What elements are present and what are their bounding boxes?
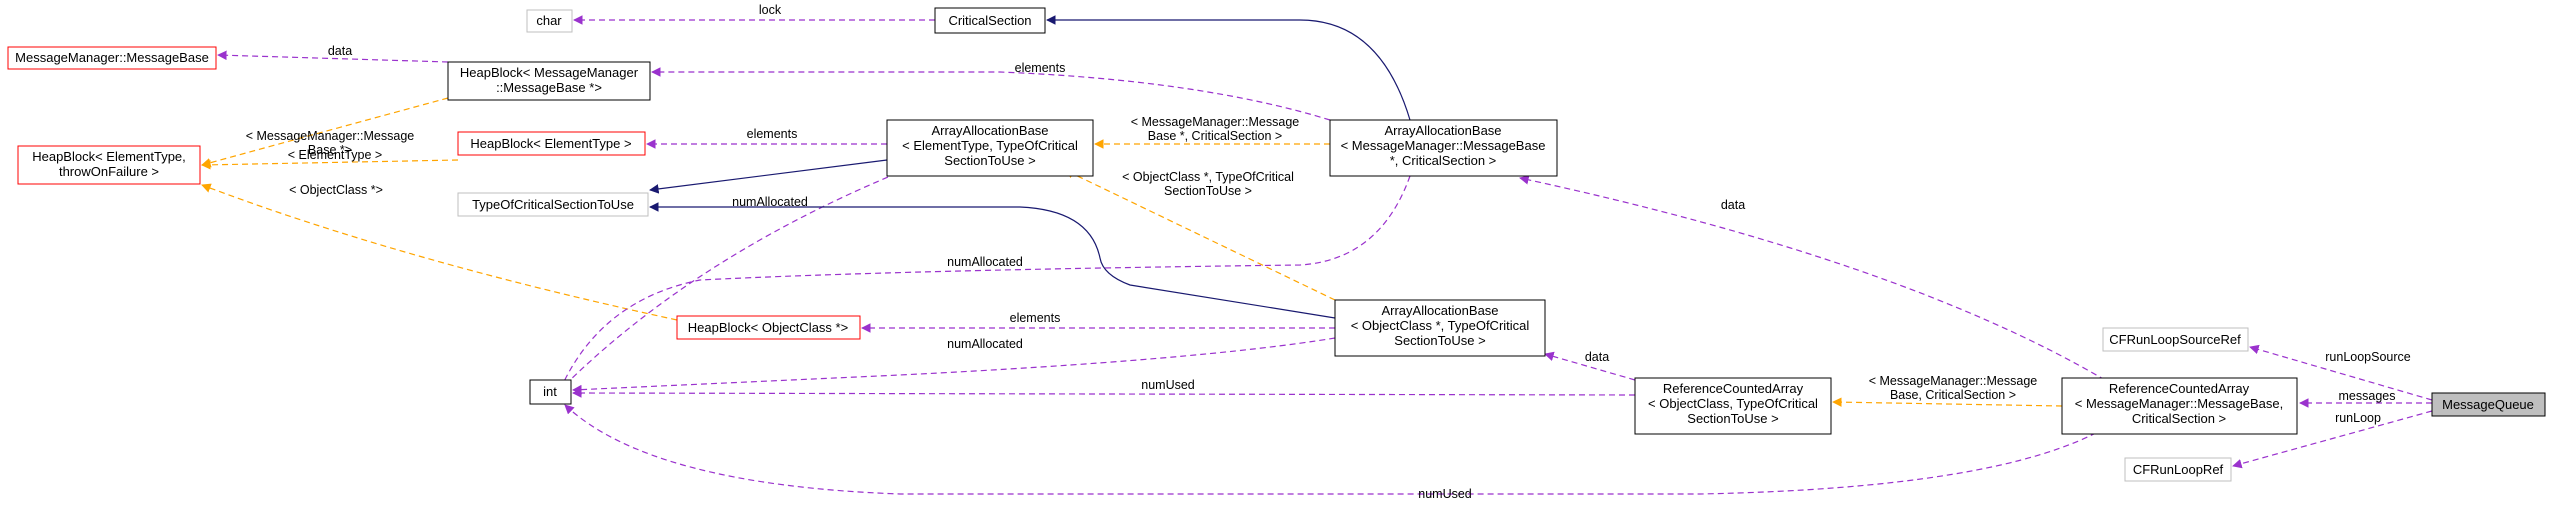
svg-text:CriticalSection: CriticalSection (948, 13, 1031, 28)
svg-text:*, CriticalSection >: *, CriticalSection > (1390, 153, 1497, 168)
svg-text:numAllocated: numAllocated (947, 337, 1023, 351)
svg-text:SectionToUse >: SectionToUse > (1164, 184, 1252, 198)
node-message-base[interactable]: MessageManager::MessageBase (7, 46, 217, 70)
svg-text:ArrayAllocationBase: ArrayAllocationBase (931, 123, 1048, 138)
svg-text:data: data (1585, 350, 1609, 364)
svg-text:data: data (328, 44, 352, 58)
svg-text:< ElementType >: < ElementType > (288, 148, 383, 162)
edge-template-objectclass-1: < ObjectClass *> (201, 183, 678, 321)
edge-elements-heapblock-msgbase: elements (651, 61, 1331, 121)
edge-data-rca-generic: data (1544, 350, 1636, 381)
svg-text:runLoopSource: runLoopSource (2325, 350, 2411, 364)
node-message-queue[interactable]: MessageQueue (2431, 392, 2546, 417)
svg-text:elements: elements (747, 127, 798, 141)
edge-template-heapblock-msgbase: < MessageManager::Message Base *> (201, 97, 449, 168)
svg-text:data: data (1721, 198, 1745, 212)
svg-text:Base *, CriticalSection >: Base *, CriticalSection > (1148, 129, 1282, 143)
node-cfrunloop-ref[interactable]: CFRunLoopRef (2124, 457, 2232, 482)
node-aab-msgbase[interactable]: ArrayAllocationBase < MessageManager::Me… (1329, 119, 1558, 177)
svg-text:messages: messages (2339, 389, 2396, 403)
edge-numAllocated-generic: numAllocated (559, 161, 926, 391)
svg-text:numAllocated: numAllocated (732, 195, 808, 209)
node-heapblock-objectclass[interactable]: HeapBlock< ObjectClass *> (676, 315, 861, 340)
node-rca-generic[interactable]: ReferenceCountedArray < ObjectClass, Typ… (1634, 377, 1832, 435)
node-heapblock-elementtype[interactable]: HeapBlock< ElementType > (457, 131, 646, 156)
svg-text:CriticalSection >: CriticalSection > (2132, 411, 2226, 426)
svg-text:numUsed: numUsed (1141, 378, 1195, 392)
edge-numAllocated-msgbase: numAllocated (559, 175, 1411, 391)
node-cfrunloop-source-ref[interactable]: CFRunLoopSourceRef (2102, 327, 2249, 352)
node-critical-section[interactable]: CriticalSection (934, 7, 1046, 34)
svg-text:< MessageManager::Message: < MessageManager::Message (1869, 374, 2038, 388)
svg-text:char: char (536, 13, 562, 28)
node-heapblock-msgbase[interactable]: HeapBlock< MessageManager ::MessageBase … (447, 61, 651, 101)
svg-text:HeapBlock< ElementType >: HeapBlock< ElementType > (470, 136, 631, 151)
svg-text:throwOnFailure >: throwOnFailure > (59, 164, 159, 179)
svg-text:Base, CriticalSection >: Base, CriticalSection > (1890, 388, 2016, 402)
edge-data-msgbase: data (217, 44, 449, 63)
edge-inherit-typeofcs-1 (649, 159, 888, 194)
edge-elements-heapblock-elementtype: elements (646, 127, 887, 149)
node-aab-objectclass[interactable]: ArrayAllocationBase < ObjectClass *, Typ… (1334, 299, 1546, 357)
edge-data-rca-msgbase: data (1519, 175, 2106, 381)
edge-template-objectclass-2: < ObjectClass *, TypeOfCritical SectionT… (1064, 169, 1336, 301)
svg-text:< ObjectClass *, TypeOfCritica: < ObjectClass *, TypeOfCritical (1351, 318, 1530, 333)
edge-template-msgbase-criticalsection: < MessageManager::Message Base *, Critic… (1094, 115, 1330, 149)
edge-numUsed-generic: numUsed (572, 378, 1636, 398)
svg-text:CFRunLoopSourceRef: CFRunLoopSourceRef (2109, 332, 2241, 347)
node-heapblock-generic[interactable]: HeapBlock< ElementType, throwOnFailure > (17, 145, 201, 185)
svg-text:HeapBlock< ElementType,: HeapBlock< ElementType, (32, 149, 186, 164)
svg-text:elements: elements (1010, 311, 1061, 325)
edge-numAllocated-objectclass: numAllocated (572, 337, 1336, 395)
edge-inherit-criticalsection (1046, 15, 1411, 121)
edge-template-rca: < MessageManager::Message Base, Critical… (1832, 374, 2063, 407)
svg-text:SectionToUse >: SectionToUse > (944, 153, 1035, 168)
svg-text:MessageQueue: MessageQueue (2442, 397, 2534, 412)
svg-text:elements: elements (1015, 61, 1066, 75)
svg-text:< MessageManager::Message: < MessageManager::Message (1131, 115, 1300, 129)
svg-text:int: int (543, 384, 557, 399)
svg-text:ReferenceCountedArray: ReferenceCountedArray (1663, 381, 1804, 396)
edge-numUsed-msgbase: numUsed (564, 404, 2106, 501)
svg-text:HeapBlock< MessageManager: HeapBlock< MessageManager (460, 65, 639, 80)
node-int[interactable]: int (529, 379, 572, 405)
svg-text:numUsed: numUsed (1418, 487, 1472, 501)
svg-text:< ElementType, TypeOfCritical: < ElementType, TypeOfCritical (902, 138, 1078, 153)
svg-text:ArrayAllocationBase: ArrayAllocationBase (1381, 303, 1498, 318)
svg-text:< MessageManager::MessageBase: < MessageManager::MessageBase (1341, 138, 1546, 153)
node-char[interactable]: char (526, 9, 573, 33)
svg-text:Base *>: Base *> (308, 143, 352, 157)
edge-inherit-typeofcs-2 (649, 202, 1336, 319)
svg-text:< ObjectClass, TypeOfCritical: < ObjectClass, TypeOfCritical (1648, 396, 1818, 411)
svg-text:CFRunLoopRef: CFRunLoopRef (2133, 462, 2224, 477)
edge-runLoopSource: runLoopSource (2249, 344, 2433, 401)
svg-text:lock: lock (759, 3, 782, 17)
svg-text:< ObjectClass *>: < ObjectClass *> (289, 183, 383, 197)
svg-text:::MessageBase *>: ::MessageBase *> (496, 80, 602, 95)
edge-messages: messages (2299, 389, 2432, 408)
svg-text:ArrayAllocationBase: ArrayAllocationBase (1384, 123, 1501, 138)
edge-lock: lock (573, 3, 935, 25)
node-rca-msgbase[interactable]: ReferenceCountedArray < MessageManager::… (2061, 377, 2298, 435)
svg-text:TypeOfCriticalSectionToUse: TypeOfCriticalSectionToUse (472, 197, 634, 212)
node-type-of-critical-section[interactable]: TypeOfCriticalSectionToUse (457, 192, 649, 217)
edge-elements-objectclass: elements (861, 311, 1335, 333)
svg-text:numAllocated: numAllocated (947, 255, 1023, 269)
svg-text:ReferenceCountedArray: ReferenceCountedArray (2109, 381, 2250, 396)
svg-text:< MessageManager::Message: < MessageManager::Message (246, 129, 415, 143)
svg-text:HeapBlock< ObjectClass *>: HeapBlock< ObjectClass *> (688, 320, 848, 335)
svg-text:< ObjectClass *, TypeOfCritica: < ObjectClass *, TypeOfCritical (1122, 170, 1294, 184)
svg-text:< MessageManager::MessageBase,: < MessageManager::MessageBase, (2075, 396, 2283, 411)
node-aab-generic[interactable]: ArrayAllocationBase < ElementType, TypeO… (886, 119, 1094, 177)
svg-text:runLoop: runLoop (2335, 411, 2381, 425)
svg-text:SectionToUse >: SectionToUse > (1687, 411, 1778, 426)
svg-text:SectionToUse >: SectionToUse > (1394, 333, 1485, 348)
svg-text:MessageManager::MessageBase: MessageManager::MessageBase (15, 50, 209, 65)
edge-runLoop: runLoop (2232, 410, 2433, 469)
edge-template-elementtype: < ElementType > (201, 148, 459, 170)
